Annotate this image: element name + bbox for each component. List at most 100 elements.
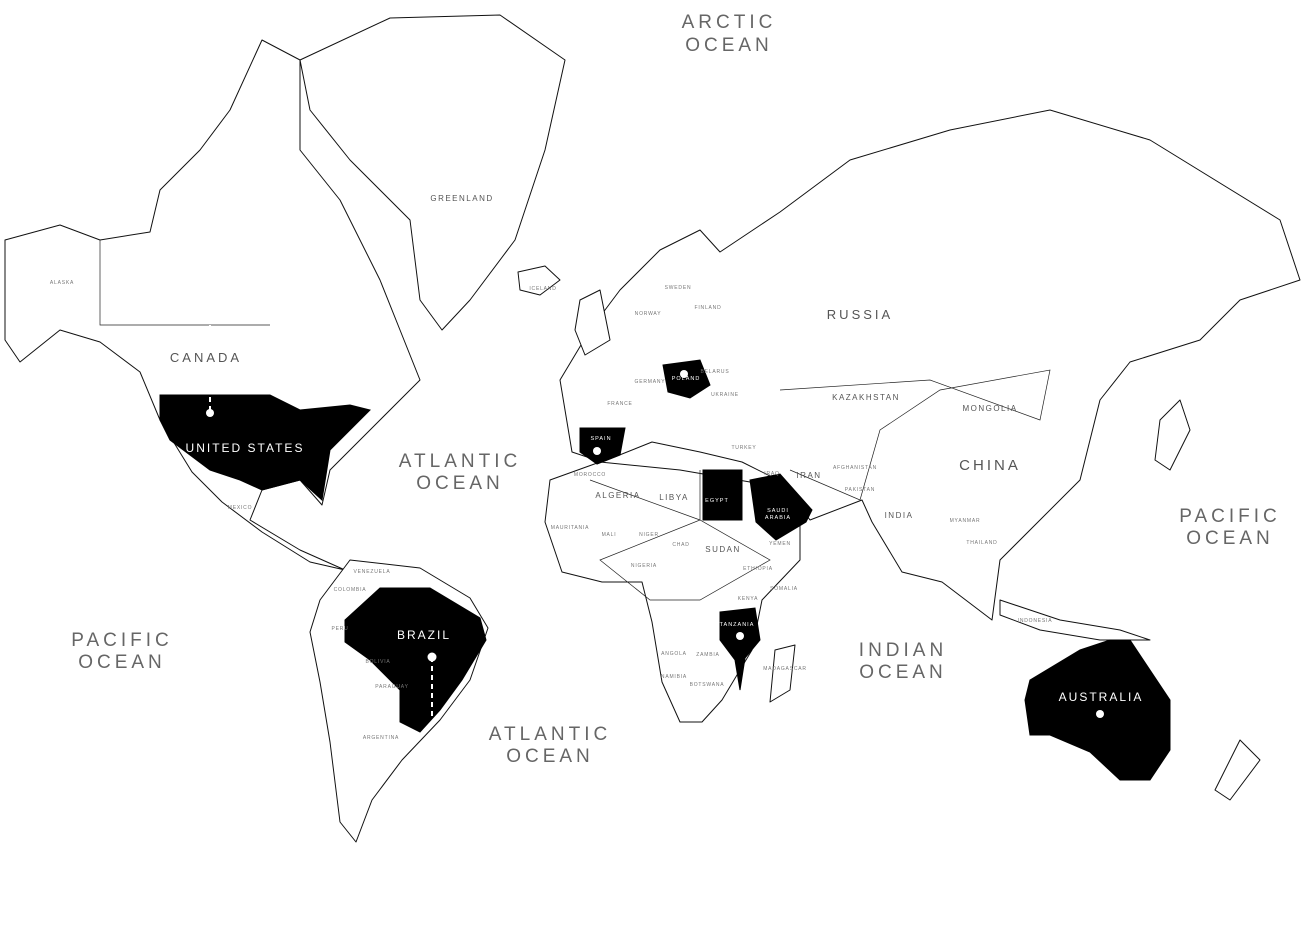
finland-label: FINLAND bbox=[695, 305, 722, 311]
somalia-label: SOMALIA bbox=[770, 586, 798, 592]
saudi-arabia-label-2: ARABIA bbox=[765, 515, 791, 521]
asia-borders bbox=[779, 369, 1051, 501]
kazakhstan-label: KAZAKHSTAN bbox=[832, 393, 900, 402]
canada-us-border bbox=[99, 240, 270, 326]
us-pin-icon[interactable] bbox=[206, 409, 214, 417]
poland-label: POLAND bbox=[672, 376, 701, 382]
ethiopia-label: ETHIOPIA bbox=[743, 566, 773, 572]
highlighted-labels: UNITED STATES BRAZIL AUSTRALIA SPAIN POL… bbox=[186, 376, 1144, 704]
australia-label: AUSTRALIA bbox=[1059, 690, 1144, 704]
greenland-label: GREENLAND bbox=[430, 194, 493, 203]
poland-pin-icon[interactable] bbox=[680, 370, 688, 378]
india-label: INDIA bbox=[885, 511, 914, 520]
atlantic-ocean-north-label: ATLANTIC bbox=[399, 451, 521, 472]
argentina-label: ARGENTINA bbox=[363, 735, 399, 741]
spain-shape[interactable] bbox=[579, 427, 626, 465]
germany-label: GERMANY bbox=[635, 379, 666, 385]
namibia-label: NAMIBIA bbox=[661, 674, 687, 680]
new-zealand bbox=[1214, 739, 1261, 801]
indonesia-label: INDONESIA bbox=[1018, 618, 1053, 624]
chad-label: CHAD bbox=[672, 542, 689, 548]
iceland bbox=[517, 265, 561, 296]
botswana-label: BOTSWANA bbox=[690, 682, 725, 688]
angola-label: ANGOLA bbox=[661, 651, 687, 657]
united-states-shape[interactable] bbox=[159, 394, 371, 501]
japan bbox=[1154, 399, 1191, 471]
tanzania-shape[interactable] bbox=[719, 607, 761, 691]
sudan-label: SUDAN bbox=[705, 545, 741, 554]
africa-borders bbox=[589, 470, 771, 601]
myanmar-label: MYANMAR bbox=[950, 518, 981, 524]
saudi-arabia-label: SAUDI bbox=[767, 508, 789, 514]
location-pins bbox=[206, 325, 1104, 718]
afghanistan-label: AFGHANISTAN bbox=[833, 465, 877, 471]
norway-label: NORWAY bbox=[635, 311, 662, 317]
kenya-label: KENYA bbox=[738, 596, 759, 602]
france-label: FRANCE bbox=[607, 401, 632, 407]
china-label: CHINA bbox=[959, 457, 1021, 474]
spain-label: SPAIN bbox=[590, 436, 611, 442]
venezuela-label: VENEZUELA bbox=[354, 569, 391, 575]
saudi-arabia-shape[interactable] bbox=[749, 473, 813, 541]
niger-label: NIGER bbox=[639, 532, 659, 538]
algeria-label: ALGERIA bbox=[595, 491, 640, 500]
peru-label: PERU bbox=[331, 626, 348, 632]
madagascar-label: MADAGASCAR bbox=[763, 666, 807, 672]
mexico-label: MEXICO bbox=[228, 505, 253, 511]
colombia-label: COLOMBIA bbox=[334, 587, 367, 593]
arctic-ocean-label-2: OCEAN bbox=[685, 35, 773, 56]
paraguay-label: PARAGUAY bbox=[375, 684, 408, 690]
pakistan-label: PAKISTAN bbox=[845, 487, 875, 493]
pacific-ocean-west-label: PACIFIC bbox=[71, 630, 173, 651]
ukraine-label: UKRAINE bbox=[711, 392, 739, 398]
iraq-label: IRAQ bbox=[764, 471, 779, 477]
morocco-label: MOROCCO bbox=[574, 472, 606, 478]
turkey-label: TURKEY bbox=[731, 445, 756, 451]
brazil-label: BRAZIL bbox=[397, 628, 451, 642]
thailand-label: THAILAND bbox=[966, 540, 997, 546]
canada-label: CANADA bbox=[170, 350, 242, 365]
country-labels: GREENLAND ALASKA CANADA RUSSIA CHINA KAZ… bbox=[50, 194, 1052, 741]
atlantic-ocean-south-label-2: OCEAN bbox=[506, 746, 594, 767]
eurasia bbox=[559, 109, 1301, 621]
tanzania-label: TANZANIA bbox=[720, 622, 755, 628]
alaska-label: ALASKA bbox=[50, 280, 74, 286]
tanzania-pin-icon[interactable] bbox=[736, 632, 744, 640]
atlantic-ocean-north-label-2: OCEAN bbox=[416, 473, 504, 494]
mauritania-label: MAURITANIA bbox=[551, 525, 589, 531]
egypt-label: EGYPT bbox=[705, 498, 729, 504]
united-states-label: UNITED STATES bbox=[186, 441, 305, 455]
australia-shape[interactable] bbox=[1024, 639, 1171, 781]
libya-label: LIBYA bbox=[659, 493, 689, 502]
pacific-ocean-east-label: PACIFIC bbox=[1179, 506, 1281, 527]
bolivia-label: BOLIVIA bbox=[365, 659, 390, 665]
pacific-ocean-west-label-2: OCEAN bbox=[78, 652, 166, 673]
atlantic-ocean-south-label: ATLANTIC bbox=[489, 724, 611, 745]
greenland bbox=[299, 14, 566, 331]
iran-label: IRAN bbox=[796, 471, 821, 480]
spain-pin-icon[interactable] bbox=[593, 447, 601, 455]
indian-ocean-label: INDIAN bbox=[859, 640, 947, 661]
mongolia-label: MONGOLIA bbox=[962, 404, 1017, 413]
brazil-pin-icon[interactable] bbox=[427, 652, 437, 662]
yemen-label: YEMEN bbox=[769, 541, 791, 547]
belarus-label: BELARUS bbox=[701, 369, 730, 375]
highlighted-countries bbox=[159, 359, 1171, 781]
pacific-ocean-east-label-2: OCEAN bbox=[1186, 528, 1274, 549]
zambia-label: ZAMBIA bbox=[696, 652, 719, 658]
arctic-ocean-label: ARCTIC bbox=[682, 12, 777, 33]
egypt-shape[interactable] bbox=[702, 469, 743, 521]
madagascar bbox=[769, 644, 796, 703]
mali-label: MALI bbox=[602, 532, 617, 538]
australia-pin-icon[interactable] bbox=[1096, 710, 1104, 718]
nigeria-label: NIGERIA bbox=[631, 563, 657, 569]
sweden-label: SWEDEN bbox=[665, 285, 692, 291]
poland-shape[interactable] bbox=[662, 359, 711, 399]
brazil-shape[interactable] bbox=[344, 587, 487, 733]
uk bbox=[574, 289, 611, 356]
russia-label: RUSSIA bbox=[827, 307, 893, 322]
ocean-labels: ARCTIC OCEAN ATLANTIC OCEAN ATLANTIC OCE… bbox=[71, 12, 1281, 767]
iceland-label: ICELAND bbox=[529, 286, 556, 292]
indian-ocean-label-2: OCEAN bbox=[859, 662, 947, 683]
